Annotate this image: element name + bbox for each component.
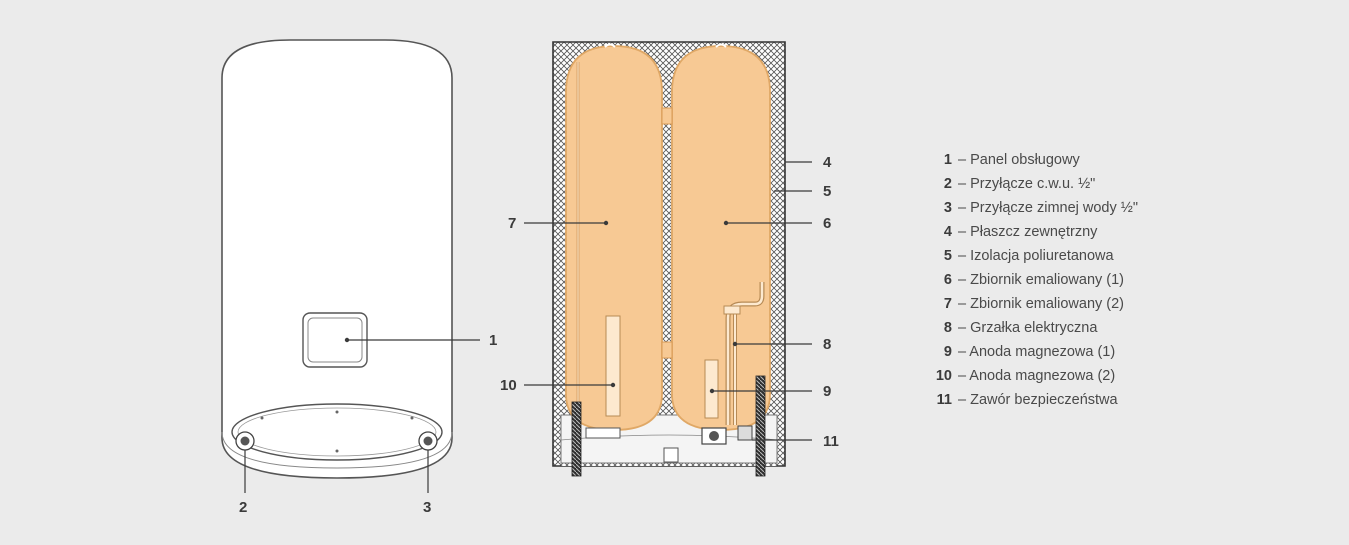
heater-cross-section: [552, 41, 786, 477]
legend-item: 2 – Przyłącze c.w.u. ½": [918, 172, 1138, 196]
callout-5: 5: [823, 183, 831, 200]
legend-item: 4 – Płaszcz zewnętrzny: [918, 220, 1138, 244]
heater-external-view: [221, 39, 453, 479]
legend-item-text: – Zbiornik emaliowany (2): [958, 296, 1125, 312]
hot-water-connection: [235, 431, 255, 451]
threaded-connector-left: [571, 401, 582, 477]
legend-item-number: 8: [943, 320, 952, 336]
callout-10: 10: [500, 377, 517, 394]
callout-6: 6: [823, 215, 831, 232]
callout-8: 8: [823, 336, 831, 353]
casing-bottom-rim: [221, 431, 453, 469]
legend-item: 3 – Przyłącze zimnej wody ½": [918, 196, 1138, 220]
legend-item-text: – Przyłącze zimnej wody ½": [958, 200, 1139, 216]
legend-item-text: – Izolacja poliuretanowa: [958, 248, 1114, 264]
legend-item: 7 – Zbiornik emaliowany (2): [918, 292, 1138, 316]
legend-item-text: – Przyłącze c.w.u. ½": [958, 176, 1096, 192]
leader-10: [524, 382, 616, 388]
legend-item-number: 10: [935, 368, 952, 384]
callout-2: 2: [239, 499, 247, 516]
legend-item-text: – Grzałka elektryczna: [958, 320, 1098, 336]
legend-item-number: 6: [943, 272, 952, 288]
leader-9: [709, 388, 812, 394]
bottom-plate: [231, 403, 443, 461]
parts-legend: 1 – Panel obsługowy 2 – Przyłącze c.w.u. ½"…: [918, 148, 1138, 412]
legend-item: 8 – Grzałka elektryczna: [918, 316, 1138, 340]
enameled-tank-1: [671, 45, 771, 431]
callout-9: 9: [823, 383, 831, 400]
callout-3: 3: [423, 499, 431, 516]
callout-7: 7: [508, 215, 516, 232]
legend-item: 5 – Izolacja poliuretanowa: [918, 244, 1138, 268]
leader-6: [723, 220, 812, 226]
leader-7: [524, 220, 609, 226]
callout-1: 1: [489, 332, 497, 349]
electric-heating-element: [723, 282, 765, 425]
enameled-tank-2: [565, 45, 663, 431]
safety-valve: [701, 425, 753, 445]
cold-water-connection: [418, 431, 438, 451]
legend-item-number: 11: [936, 392, 952, 408]
magnesium-anode-2: [605, 315, 621, 417]
legend-item-text: – Panel obsługowy: [958, 152, 1080, 168]
legend-item: 11 – Zawór bezpieczeństwa: [918, 388, 1138, 412]
legend-item: 1 – Panel obsługowy: [918, 148, 1138, 172]
legend-item-text: – Zawór bezpieczeństwa: [958, 392, 1118, 408]
threaded-connector-right: [755, 375, 766, 477]
callout-11: 11: [823, 433, 839, 450]
legend-item-text: – Anoda magnezowa (1): [958, 344, 1116, 360]
legend-item: 10 – Anoda magnezowa (2): [918, 364, 1138, 388]
heater-casing: [221, 39, 453, 479]
legend-item-text: – Płaszcz zewnętrzny: [958, 224, 1098, 240]
legend-item-number: 1: [943, 152, 952, 168]
legend-item-number: 7: [943, 296, 952, 312]
legend-item-number: 5: [943, 248, 952, 264]
legend-item-number: 4: [943, 224, 952, 240]
legend-item-number: 3: [943, 200, 952, 216]
legend-item-number: 9: [943, 344, 952, 360]
legend-item-text: – Anoda magnezowa (2): [958, 368, 1116, 384]
legend-item: 6 – Zbiornik emaliowany (1): [918, 268, 1138, 292]
leader-8: [732, 341, 812, 347]
leader-1: [344, 337, 480, 343]
callout-4: 4: [823, 154, 832, 171]
legend-item-number: 2: [943, 176, 952, 192]
legend-item: 9 – Anoda magnezowa (1): [918, 340, 1138, 364]
legend-item-text: – Zbiornik emaliowany (1): [958, 272, 1125, 288]
